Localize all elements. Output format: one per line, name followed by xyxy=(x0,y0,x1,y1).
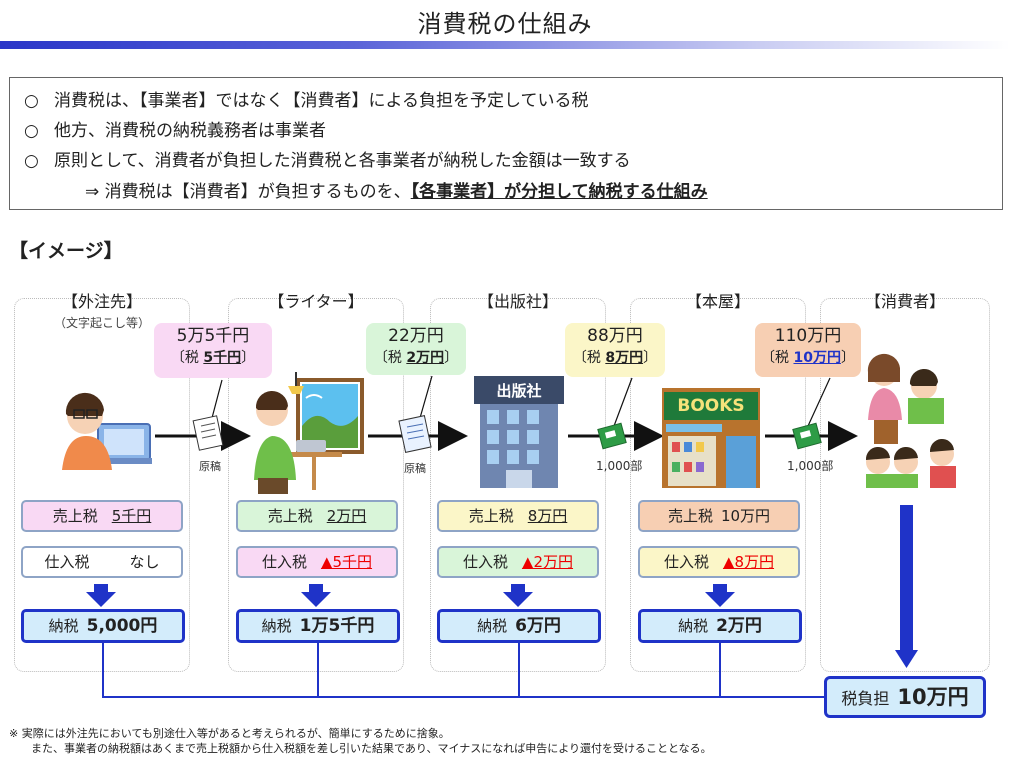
column-bookstore xyxy=(630,298,806,672)
column-title: 【消費者】 xyxy=(864,292,945,311)
summary-line-3: ○原則として、消費者が負担した消費税と各事業者が納税した金額は一致する xyxy=(24,151,631,171)
column-title: 【本屋】 xyxy=(685,292,750,311)
purchase-tax-box: 仕入税▲2万円 xyxy=(437,546,599,578)
typist-illustration xyxy=(62,392,152,470)
title-gradient-bar xyxy=(0,41,1010,49)
purchase-tax-box: 仕入税▲5千円 xyxy=(236,546,398,578)
bookstore-illustration xyxy=(662,388,760,488)
purchase-tax-box: 仕入税なし xyxy=(21,546,183,578)
column-title: 【出版社】 xyxy=(477,292,558,311)
book-bundle-icon xyxy=(792,422,822,450)
bullet-icon: ○ xyxy=(24,121,39,141)
writer-illustration xyxy=(254,372,364,494)
price-bubble: 110万円 〔税 10万円〕 xyxy=(755,323,861,377)
item-label-quantity: 1,000部 xyxy=(787,459,834,473)
summary-line-2: ○他方、消費税の納税義務者は事業者 xyxy=(24,121,326,141)
price-bubble: 22万円 〔税 2万円〕 xyxy=(366,323,466,375)
down-arrows xyxy=(86,584,735,607)
column-title: 【外注先】 xyxy=(61,292,142,311)
page-title: 消費税の仕組み xyxy=(417,10,593,38)
total-connector-lines xyxy=(102,642,824,698)
column-title: 【ライター】 xyxy=(268,292,364,311)
footnote: ※ 実際には外注先においても別途仕入等があると考えられるが、簡単にするために捨象… xyxy=(9,727,712,755)
column-consumer xyxy=(820,298,990,672)
consumer-family-illustration xyxy=(865,353,956,488)
book-bundle-icon xyxy=(597,422,627,450)
item-label-manuscript: 原稿 xyxy=(199,460,221,473)
consumer-down-arrow xyxy=(895,505,918,668)
price-bubble: 88万円 〔税 8万円〕 xyxy=(565,323,665,377)
summary-line-1: ○消費税は、【事業者】ではなく【消費者】による負担を予定している税 xyxy=(24,91,589,111)
price-bubble: 5万5千円 〔税 5千円〕 xyxy=(154,323,272,378)
manuscript-icon xyxy=(192,415,224,451)
item-label-quantity: 1,000部 xyxy=(596,459,643,473)
purchase-tax-box: 仕入税▲8万円 xyxy=(638,546,800,578)
publisher-building-illustration xyxy=(474,376,564,488)
summary-conclusion: ⇒ 消費税は【消費者】が負担するものを、【各事業者】が分担して納税する仕組み xyxy=(85,182,708,202)
item-label-manuscript: 原稿 xyxy=(404,462,426,475)
manuscript-icon xyxy=(398,415,432,453)
publisher-sign: 出版社 xyxy=(496,382,542,400)
bullet-icon: ○ xyxy=(24,91,39,111)
bookstore-sign: BOOKS xyxy=(677,396,745,416)
column-note: （文字起こし等） xyxy=(53,316,150,330)
summary-box: ○消費税は、【事業者】ではなく【消費者】による負担を予定している税 ○他方、消費… xyxy=(9,77,1003,210)
column-writer xyxy=(228,298,404,672)
bullet-icon: ○ xyxy=(24,151,39,171)
image-heading: 【イメージ】 xyxy=(9,240,123,262)
